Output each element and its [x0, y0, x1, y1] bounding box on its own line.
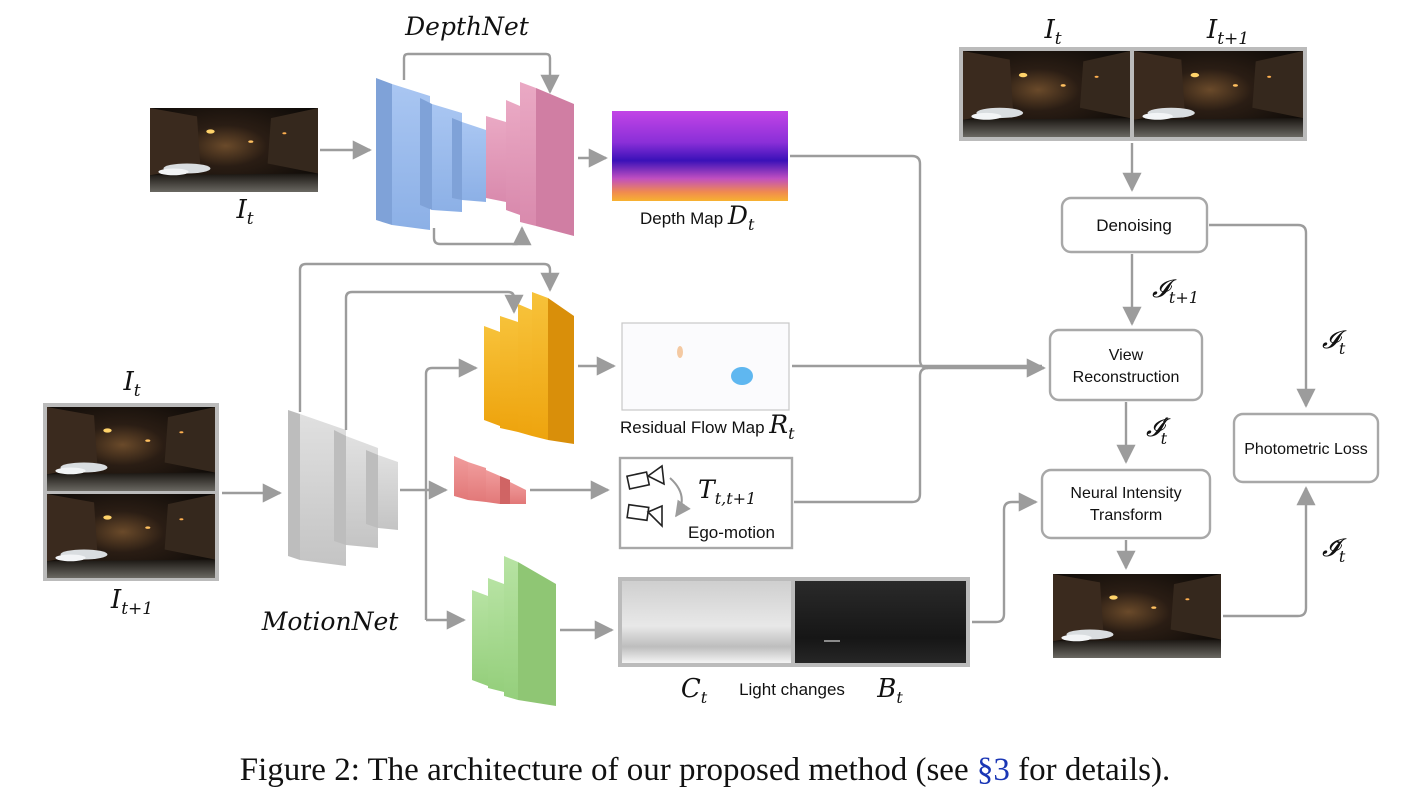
- flow-blob: [731, 367, 753, 385]
- depth-encoder: [376, 78, 486, 230]
- skip-connection-top: [402, 52, 560, 94]
- arrow-output-to-loss: [1223, 486, 1316, 618]
- residual-flow-image: [621, 322, 790, 411]
- view-reconstruction-line2: Reconstruction: [1073, 369, 1180, 386]
- bt-map-image: [795, 581, 966, 663]
- view-reconstruction-line1: View: [1109, 347, 1144, 364]
- arrow-depth-to-view: [790, 154, 1046, 378]
- ct-label: Ct: [681, 674, 708, 707]
- caption-prefix: Figure 2: The architecture of our propos…: [239, 752, 977, 788]
- arrow-to-flow-decoder: [424, 358, 478, 620]
- caption-section-ref[interactable]: §3: [976, 752, 1010, 788]
- light-changes-label: Light changes: [739, 680, 845, 699]
- arrow-light-to-neural: [972, 492, 1038, 624]
- photometric-loss-box: [1232, 412, 1380, 484]
- skip-connection-flow-outer: [298, 262, 560, 412]
- figure-caption: Figure 2: The architecture of our propos…: [0, 752, 1410, 789]
- edge-label-it: 𝓘t: [1322, 325, 1347, 358]
- pair-left-label: It: [1043, 15, 1061, 49]
- flow-decoder: [484, 292, 574, 444]
- skip-connection-bottom: [432, 226, 532, 246]
- camera-motion-arrow: [669, 477, 691, 518]
- depth-map-label: Depth Map Dt: [640, 201, 755, 234]
- motionnet-label: MotionNet: [261, 607, 400, 636]
- edge-label-it-tilde: 𝓘̃t: [1322, 533, 1347, 566]
- camera-icon-bottom: [626, 503, 663, 528]
- denoising-box: [1060, 196, 1209, 254]
- camera-icon-top: [626, 464, 665, 490]
- neural-intensity-line1: Neural Intensity: [1070, 485, 1181, 502]
- motion-input-bottom-label: It+1: [110, 585, 153, 619]
- motion-input-top-image: [47, 407, 215, 491]
- edge-label-it-prime: 𝓘′t: [1146, 413, 1171, 448]
- caption-suffix: for details).: [1009, 752, 1171, 788]
- photometric-loss-label: Photometric Loss: [1244, 441, 1368, 458]
- view-reconstruction-box: [1048, 328, 1204, 402]
- light-decoder: [472, 556, 556, 706]
- ego-motion-box: [618, 456, 794, 550]
- output-image: [1053, 574, 1221, 658]
- neural-intensity-line2: Transform: [1090, 507, 1162, 524]
- edge-label-it1: 𝓘t+1: [1152, 274, 1199, 307]
- frame-pair-right-image: [1134, 51, 1303, 137]
- depth-decoder: [486, 82, 574, 236]
- depth-input-image: [150, 108, 318, 192]
- depth-map-image: [612, 111, 788, 201]
- residual-flow-label: Residual Flow Map Rt: [620, 410, 795, 443]
- depth-input-label: It: [235, 195, 253, 229]
- depthnet-label: DepthNet: [404, 12, 530, 41]
- motion-encoder: [288, 410, 398, 566]
- motion-input-top-label: It: [122, 367, 140, 401]
- flow-blob-small: [677, 346, 683, 358]
- ego-text-label: Ego-motion: [688, 523, 775, 542]
- architecture-diagram: DepthNet It Depth Map Dt It It+1: [43, 12, 1380, 707]
- skip-connection-flow-inner: [344, 290, 524, 430]
- ego-decoder: [454, 456, 526, 504]
- denoising-label: Denoising: [1096, 216, 1172, 235]
- pair-right-label: It+1: [1206, 15, 1249, 49]
- motion-input-bottom-image: [47, 494, 215, 578]
- ego-math-label: Tt,t+1: [698, 475, 756, 508]
- neural-intensity-box: [1040, 468, 1212, 540]
- bt-label: Bt: [876, 674, 903, 707]
- arrow-ego-to-view: [794, 366, 929, 504]
- arrow-denoise-to-loss: [1209, 223, 1316, 408]
- ct-map-image: [622, 581, 791, 663]
- frame-pair-left-image: [963, 51, 1130, 137]
